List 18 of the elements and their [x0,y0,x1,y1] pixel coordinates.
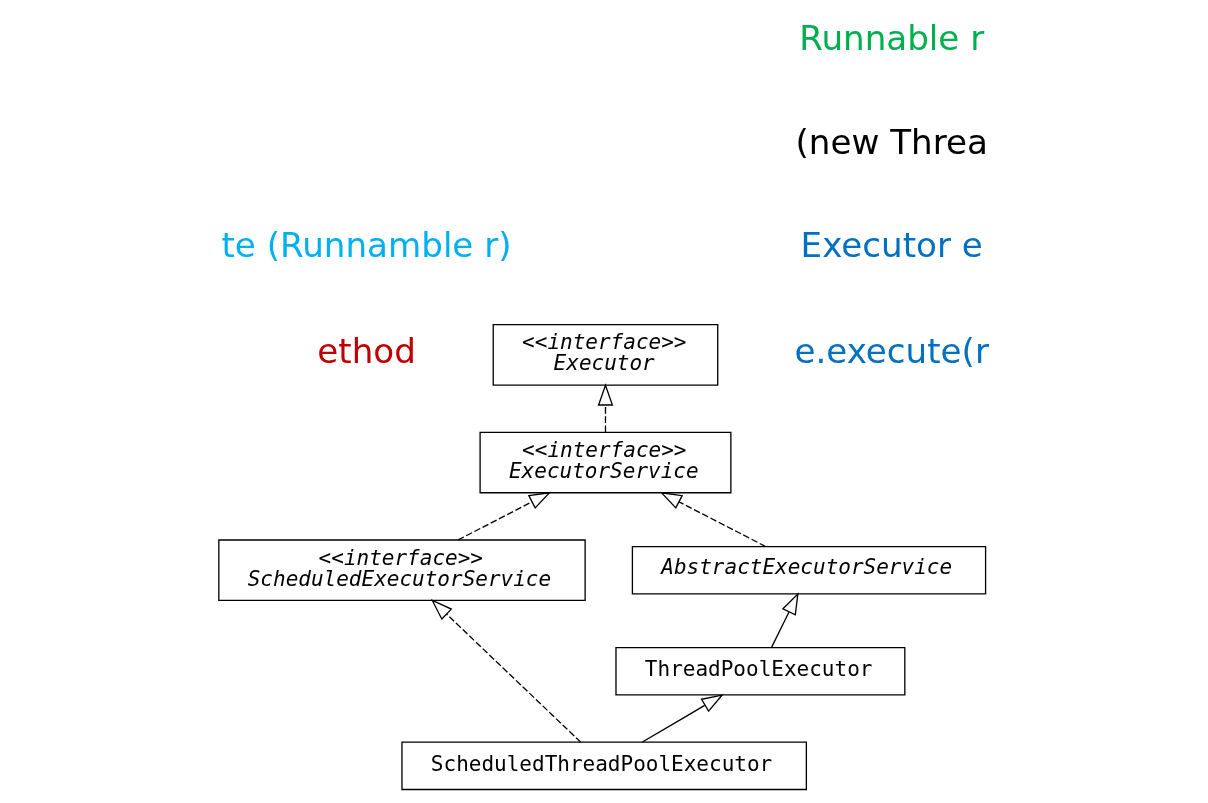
label: Executor e [800,225,983,266]
node-box: AbstractExecutorService [631,545,986,595]
label: te (Runnamble r) [220,225,512,266]
arrow [430,599,581,743]
node-box: <<interface>> ScheduledExecutorService [217,539,586,602]
arrow [456,491,551,541]
node-box: <<interface>> Executor [492,324,718,386]
label: ethod [316,331,416,372]
arrow [597,383,613,433]
arrow [659,491,766,548]
node-box: <<interface>> ExecutorService [478,431,732,494]
label: Runnable r [798,18,984,59]
arrow [641,694,724,743]
label: e.execute(r [793,331,989,372]
node-box: ScheduledThreadPoolExecutor [400,741,807,791]
label: (new Threa [795,121,988,162]
arrow [770,592,799,649]
node-box: ThreadPoolExecutor [614,647,905,696]
